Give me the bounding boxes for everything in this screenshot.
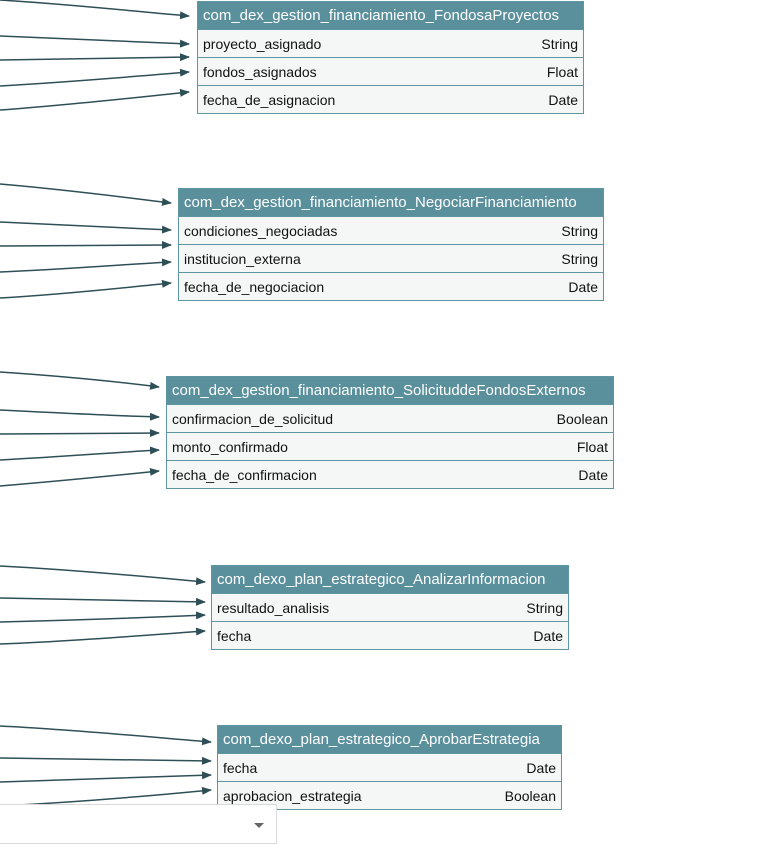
edge xyxy=(0,68,190,87)
field-row: confirmacion_de_solicitud Boolean xyxy=(167,404,613,432)
edge xyxy=(0,597,206,606)
dropdown-control[interactable] xyxy=(0,804,277,844)
field-name: monto_confirmado xyxy=(172,438,288,455)
edge xyxy=(0,467,160,487)
field-row: fecha_de_asignacion Date xyxy=(198,85,583,113)
field-type: Boolean xyxy=(556,410,608,427)
field-type: String xyxy=(526,599,563,616)
entity-title: com_dexo_plan_estrategico_AnalizarInform… xyxy=(212,566,568,593)
edge xyxy=(0,756,212,765)
field-type: Date xyxy=(526,759,556,776)
field-name: confirmacion_de_solicitud xyxy=(172,410,334,427)
entity-table[interactable]: com_dex_gestion_financiamiento_NegociarF… xyxy=(178,188,604,301)
edge xyxy=(0,429,160,438)
field-row: fondos_asignados Float xyxy=(198,57,583,85)
field-row: monto_confirmado Float xyxy=(167,432,613,460)
edge xyxy=(0,409,160,421)
field-name: aprobacion_estrategia xyxy=(223,787,362,804)
field-type: Date xyxy=(578,466,608,483)
entity-table[interactable]: com_dex_gestion_financiamiento_FondosaPr… xyxy=(197,1,584,114)
field-row: aprobacion_estrategia Boolean xyxy=(218,781,561,809)
entity-table[interactable]: com_dex_gestion_financiamiento_Solicitud… xyxy=(166,376,614,489)
edge xyxy=(0,35,190,48)
field-type: String xyxy=(561,250,598,267)
edge xyxy=(0,53,190,62)
field-name: fondos_asignados xyxy=(203,63,317,80)
edge xyxy=(0,771,212,783)
field-name: fecha xyxy=(223,759,258,776)
field-row: proyecto_asignado String xyxy=(198,29,583,57)
edge xyxy=(0,611,206,623)
field-name: resultado_analisis xyxy=(217,599,330,616)
field-name: fecha_de_confirmacion xyxy=(172,466,317,483)
field-row: fecha_de_confirmacion Date xyxy=(167,460,613,488)
edge xyxy=(0,725,212,746)
edge xyxy=(0,241,172,250)
field-type: Date xyxy=(533,627,563,644)
edge xyxy=(0,0,190,20)
edge xyxy=(0,279,172,299)
field-type: Boolean xyxy=(504,787,556,804)
edge xyxy=(0,627,206,645)
field-name: condiciones_negociadas xyxy=(184,222,338,239)
entity-title: com_dex_gestion_financiamiento_NegociarF… xyxy=(179,189,603,216)
field-row: fecha_de_negociacion Date xyxy=(179,272,603,300)
field-type: String xyxy=(541,35,578,52)
field-type: Float xyxy=(546,63,578,80)
edge xyxy=(0,258,172,273)
field-name: proyecto_asignado xyxy=(203,35,322,52)
entity-title: com_dex_gestion_financiamiento_Solicitud… xyxy=(167,377,613,404)
field-type: String xyxy=(561,222,598,239)
edge xyxy=(0,88,190,111)
field-type: Date xyxy=(568,278,598,295)
field-row: resultado_analisis String xyxy=(212,593,568,621)
field-name: fecha_de_asignacion xyxy=(203,91,336,108)
chevron-down-icon[interactable] xyxy=(254,823,264,828)
field-name: fecha_de_negociacion xyxy=(184,278,325,295)
entity-table[interactable]: com_dexo_plan_estrategico_AnalizarInform… xyxy=(211,565,569,650)
edge xyxy=(0,446,160,461)
entity-title: com_dex_gestion_financiamiento_FondosaPr… xyxy=(198,2,583,29)
edge xyxy=(0,221,172,234)
edge xyxy=(0,565,206,586)
field-row: condiciones_negociadas String xyxy=(179,216,603,244)
field-type: Float xyxy=(576,438,608,455)
edge xyxy=(0,371,160,390)
entity-title: com_dexo_plan_estrategico_AprobarEstrate… xyxy=(218,726,561,753)
field-name: fecha xyxy=(217,627,252,644)
field-name: institucion_externa xyxy=(184,250,301,267)
edge xyxy=(0,183,172,206)
entity-table[interactable]: com_dexo_plan_estrategico_AprobarEstrate… xyxy=(217,725,562,810)
field-row: fecha Date xyxy=(218,753,561,781)
field-row: fecha Date xyxy=(212,621,568,649)
field-type: Date xyxy=(548,91,578,108)
field-row: institucion_externa String xyxy=(179,244,603,272)
